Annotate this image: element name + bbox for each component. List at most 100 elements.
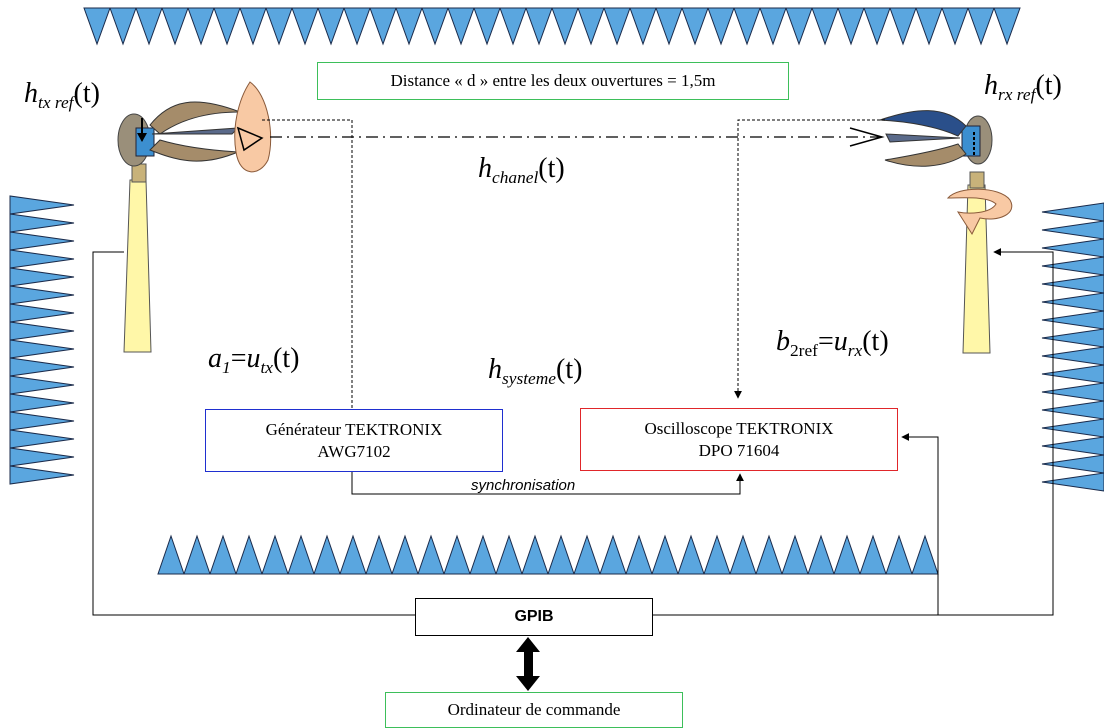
absorber-wedge — [391, 534, 419, 575]
rx-mast-joint — [969, 171, 985, 189]
absorber-wedge — [811, 7, 839, 46]
absorber-wedge — [495, 534, 523, 575]
absorber-wedge — [525, 7, 553, 46]
absorber-right — [1041, 202, 1104, 492]
rx-horn-antenna-icon — [879, 110, 993, 167]
absorber-wedge — [889, 7, 917, 46]
absorber-wedge — [9, 375, 75, 395]
absorber-wedge — [469, 534, 497, 575]
a1-formula: a1=utx(t) — [208, 343, 300, 378]
oscilloscope-box: Oscilloscope TEKTRONIX DPO 71604 — [580, 408, 898, 471]
computer-label: Ordinateur de commande — [447, 700, 621, 719]
absorber-wedge — [9, 429, 75, 449]
rx-feed-line — [734, 119, 885, 399]
absorber-wedge — [677, 534, 705, 575]
absorber-wedge — [343, 7, 371, 46]
absorber-wedge — [109, 7, 137, 46]
absorber-wedge — [9, 393, 75, 413]
absorber-wedge — [9, 465, 75, 485]
absorber-wedge — [161, 7, 189, 46]
oscilloscope-model: DPO 71604 — [698, 440, 780, 460]
absorber-wedge — [421, 7, 449, 46]
absorber-wedge — [599, 534, 627, 575]
absorber-wedge — [1041, 472, 1104, 492]
absorber-wedge — [369, 7, 397, 46]
gpib-line-right-mast — [938, 248, 1054, 616]
absorber-wedge — [291, 7, 319, 46]
absorber-wedge — [729, 534, 757, 575]
absorber-wedge — [863, 7, 891, 46]
absorber-wedge — [239, 7, 267, 46]
absorber-wedge — [287, 534, 315, 575]
absorber-wedge — [9, 411, 75, 431]
gpib-line-right-osc — [653, 433, 939, 616]
absorber-wedge — [1041, 328, 1104, 348]
absorber-wedge — [1041, 256, 1104, 276]
absorber-wedge — [807, 534, 835, 575]
absorber-wedge — [9, 267, 75, 287]
absorber-wedge — [213, 7, 241, 46]
absorber-wedge — [911, 534, 939, 575]
absorber-wedge — [339, 534, 367, 575]
absorber-wedge — [967, 7, 995, 46]
absorber-wedge — [265, 7, 293, 46]
tx-polarization-icon — [234, 81, 272, 173]
absorber-wedge — [443, 534, 471, 575]
h-systeme-formula: hsysteme(t) — [488, 354, 583, 389]
absorber-wedge — [547, 534, 575, 575]
absorber-wedge — [1041, 364, 1104, 384]
absorber-wedge — [1041, 238, 1104, 258]
absorber-wedge — [759, 7, 787, 46]
absorber-wedge — [9, 195, 75, 215]
generator-box: Générateur TEKTRONIX AWG7102 — [205, 409, 503, 472]
absorber-wedge — [9, 285, 75, 305]
absorber-wedge — [1041, 418, 1104, 438]
absorber-wedge — [9, 231, 75, 251]
gpib-box: GPIB — [415, 598, 653, 636]
absorber-wedge — [629, 7, 657, 46]
absorber-wedge — [781, 534, 809, 575]
gpib-label: GPIB — [514, 608, 554, 625]
gpib-line-left — [92, 251, 415, 616]
absorber-wedge — [859, 534, 887, 575]
absorber-wedge — [9, 447, 75, 467]
tx-horn-antenna-icon — [117, 101, 241, 167]
absorber-wedge — [9, 357, 75, 377]
absorber-wedge — [1041, 454, 1104, 474]
absorber-wedge — [707, 7, 735, 46]
bidirectional-arrow-icon — [516, 637, 540, 691]
absorber-wedge — [625, 534, 653, 575]
h-chanel-formula: hchanel(t) — [478, 153, 565, 188]
absorber-wedge — [317, 7, 345, 46]
absorber-wedge — [9, 339, 75, 359]
b2ref-formula: b2ref=urx(t) — [776, 326, 889, 361]
oscilloscope-name: Oscilloscope TEKTRONIX — [644, 419, 834, 439]
sync-label: synchronisation — [471, 477, 576, 494]
absorber-wedge — [837, 7, 865, 46]
absorber-wedge — [157, 534, 185, 575]
absorber-wedge — [885, 534, 913, 575]
absorber-wedge — [417, 534, 445, 575]
absorber-wedge — [9, 249, 75, 269]
absorber-wedge — [681, 7, 709, 46]
computer-box: Ordinateur de commande — [385, 692, 683, 728]
distance-label-text: Distance « d » entre les deux ouvertures… — [390, 71, 716, 90]
absorber-wedge — [915, 7, 943, 46]
absorber-wedge — [1041, 382, 1104, 402]
h-rx-ref-formula: hrx ref(t) — [984, 70, 1062, 105]
absorber-wedge — [573, 534, 601, 575]
absorber-wedge — [1041, 220, 1104, 240]
absorber-wedge — [83, 7, 111, 46]
absorber-left — [9, 195, 75, 485]
sync-line — [351, 471, 744, 495]
tx-mast-joint — [131, 163, 147, 183]
generator-model: AWG7102 — [317, 441, 391, 461]
absorber-bottom — [157, 534, 939, 575]
absorber-wedge — [499, 7, 527, 46]
absorber-wedge — [447, 7, 475, 46]
absorber-wedge — [261, 534, 289, 575]
tx-mast — [123, 179, 152, 353]
absorber-wedge — [1041, 436, 1104, 456]
absorber-wedge — [733, 7, 761, 46]
